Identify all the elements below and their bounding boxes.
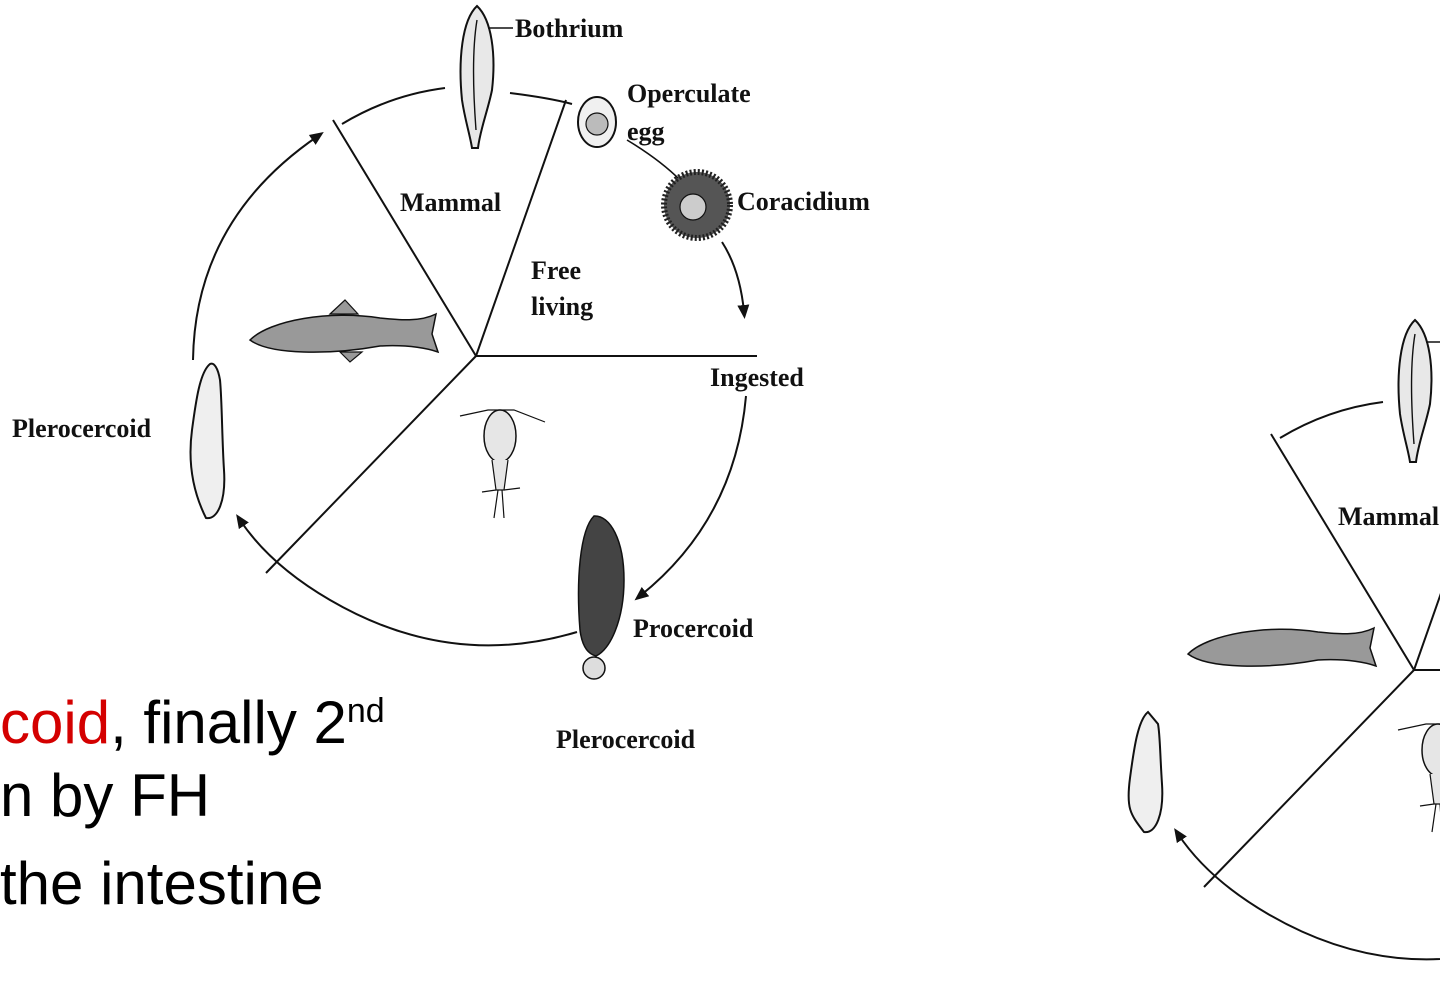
fish-illustration xyxy=(250,300,438,362)
arrow-to-ingested xyxy=(722,242,744,312)
copepod-illustration xyxy=(460,410,545,518)
slide-text-line1-rest: , finally 2 xyxy=(110,689,347,756)
label-bothrium: Bothrium xyxy=(515,14,624,43)
label-living: living xyxy=(531,292,593,321)
label-plerocercoid: Plerocercoid xyxy=(12,414,152,443)
procercoid-illustration xyxy=(579,516,624,679)
slide-text-line1: coid, finally 2nd xyxy=(0,693,385,753)
slide-text-line2: n by FH xyxy=(0,766,210,826)
life-cycle-diagram-duplicate: Bothrium Operculate egg Coracidium Mamma… xyxy=(938,314,1440,990)
label-egg: egg xyxy=(627,117,665,146)
slide-text-line3: the intestine xyxy=(0,854,324,914)
cycle-arc-top-left xyxy=(342,88,445,124)
egg-connector xyxy=(627,140,680,180)
slide-text-red-term: coid xyxy=(0,689,110,756)
arrow-to-plerocercoid xyxy=(240,520,577,645)
coracidium-illustration xyxy=(664,172,730,238)
dup-label-mammal: Mammal xyxy=(1338,502,1439,531)
label-ingested: Ingested xyxy=(710,363,804,392)
bothrium-illustration xyxy=(461,6,513,148)
dup-fish-illustration xyxy=(1188,628,1376,666)
life-cycle-svg-primary: Bothrium Operculate egg Coracidium Mamma… xyxy=(0,0,900,690)
life-cycle-diagram-primary: Bothrium Operculate egg Coracidium Mamma… xyxy=(0,0,900,690)
label-mammal: Mammal xyxy=(400,188,501,217)
dup-plerocercoid-label-svg: Plerocercoid xyxy=(550,718,720,758)
label-procercoid: Procercoid xyxy=(633,614,754,643)
dup-label-plerocercoid: Plerocercoid xyxy=(556,725,696,754)
label-operculate: Operculate xyxy=(627,79,751,108)
dup-divider-copepod-fish xyxy=(1204,670,1414,887)
label-free: Free xyxy=(531,256,581,285)
operculate-egg-illustration xyxy=(578,97,616,147)
slide-text-superscript: nd xyxy=(347,692,385,730)
dup-arrow-to-plerocercoid xyxy=(1178,834,1440,959)
divider-copepod-fish xyxy=(266,356,476,573)
arrow-to-procercoid xyxy=(640,396,746,596)
cycle-arc-top-right xyxy=(510,93,572,104)
dup-cycle-arc-top-left xyxy=(1280,402,1383,438)
plerocercoid-illustration xyxy=(191,364,225,519)
life-cycle-svg-duplicate: Bothrium Operculate egg Coracidium Mamma… xyxy=(938,314,1440,990)
dup-bothrium-illustration xyxy=(1399,320,1440,462)
dup-copepod-illustration xyxy=(1398,724,1440,832)
dup-plerocercoid-illustration xyxy=(1129,712,1163,832)
label-coracidium: Coracidium xyxy=(737,187,870,216)
